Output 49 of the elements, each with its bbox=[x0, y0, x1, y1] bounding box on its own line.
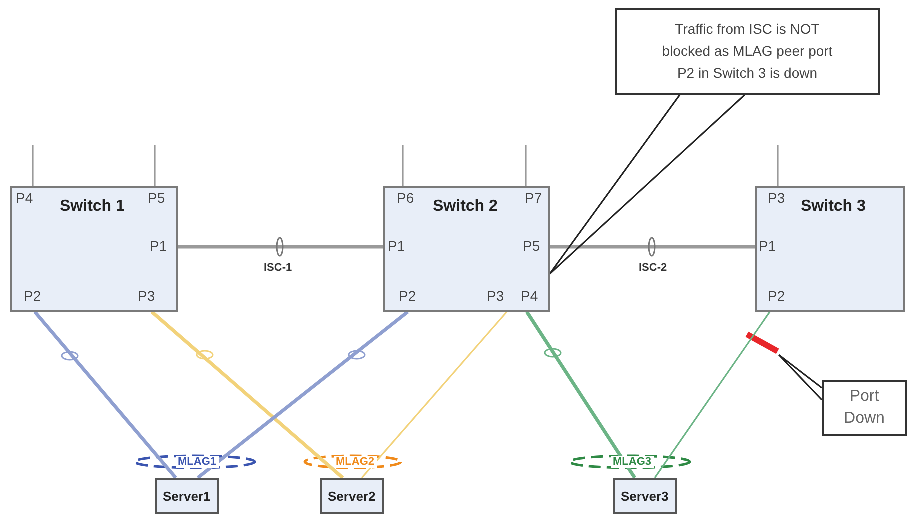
server-name: Server2 bbox=[328, 489, 376, 504]
server-box bbox=[155, 478, 219, 514]
port-label: P5 bbox=[148, 190, 166, 206]
port-label: P3 bbox=[138, 288, 156, 304]
uplink-line bbox=[777, 145, 779, 186]
edge-label: ISC-1 bbox=[262, 262, 294, 274]
link-line bbox=[150, 310, 344, 480]
isc-link bbox=[550, 245, 755, 249]
callout-pointer bbox=[778, 354, 823, 401]
mlag-label: MLAG2 bbox=[334, 456, 376, 468]
port-label: P1 bbox=[388, 238, 406, 254]
switch-name: Switch 2 bbox=[433, 198, 498, 216]
port-label: P2 bbox=[24, 288, 42, 304]
link-line bbox=[196, 310, 410, 480]
isc-link bbox=[178, 245, 383, 249]
uplink-line bbox=[402, 145, 404, 186]
switch-name: Switch 1 bbox=[60, 198, 125, 216]
link-line bbox=[361, 311, 508, 479]
link-line bbox=[526, 311, 636, 479]
uplink-line bbox=[154, 145, 156, 186]
port-label: P4 bbox=[16, 190, 34, 206]
port-label: P3 bbox=[487, 288, 504, 304]
port-label: P2 bbox=[399, 288, 416, 304]
switch-name: Switch 3 bbox=[801, 198, 866, 216]
port-label: P5 bbox=[523, 238, 540, 254]
switch-box bbox=[755, 186, 905, 312]
port-label: P3 bbox=[768, 190, 786, 206]
port-label: P2 bbox=[768, 288, 786, 304]
server-box bbox=[320, 478, 384, 514]
switch-box bbox=[10, 186, 178, 312]
link-line bbox=[654, 312, 771, 478]
callout-pointer bbox=[549, 94, 746, 275]
uplink-line bbox=[525, 145, 527, 186]
port-label: P7 bbox=[525, 190, 542, 206]
uplink-line bbox=[32, 145, 34, 186]
link-line bbox=[34, 310, 178, 480]
server-box bbox=[613, 478, 677, 514]
port-label: P1 bbox=[150, 238, 168, 254]
port-label: P6 bbox=[397, 190, 414, 206]
callout-box: Port Down bbox=[822, 380, 907, 436]
edge-label: ISC-2 bbox=[637, 262, 670, 274]
port-label: P1 bbox=[759, 238, 776, 254]
mlag-label: MLAG1 bbox=[176, 456, 218, 468]
mlag-label: MLAG3 bbox=[611, 456, 654, 468]
server-name: Server3 bbox=[621, 489, 669, 504]
switch-box bbox=[383, 186, 550, 312]
callout-box: Traffic from ISC is NOT blocked as MLAG peer port P2 in Switch 3 is down bbox=[615, 8, 880, 95]
server-name: Server1 bbox=[163, 489, 211, 504]
port-label: P4 bbox=[521, 288, 538, 304]
